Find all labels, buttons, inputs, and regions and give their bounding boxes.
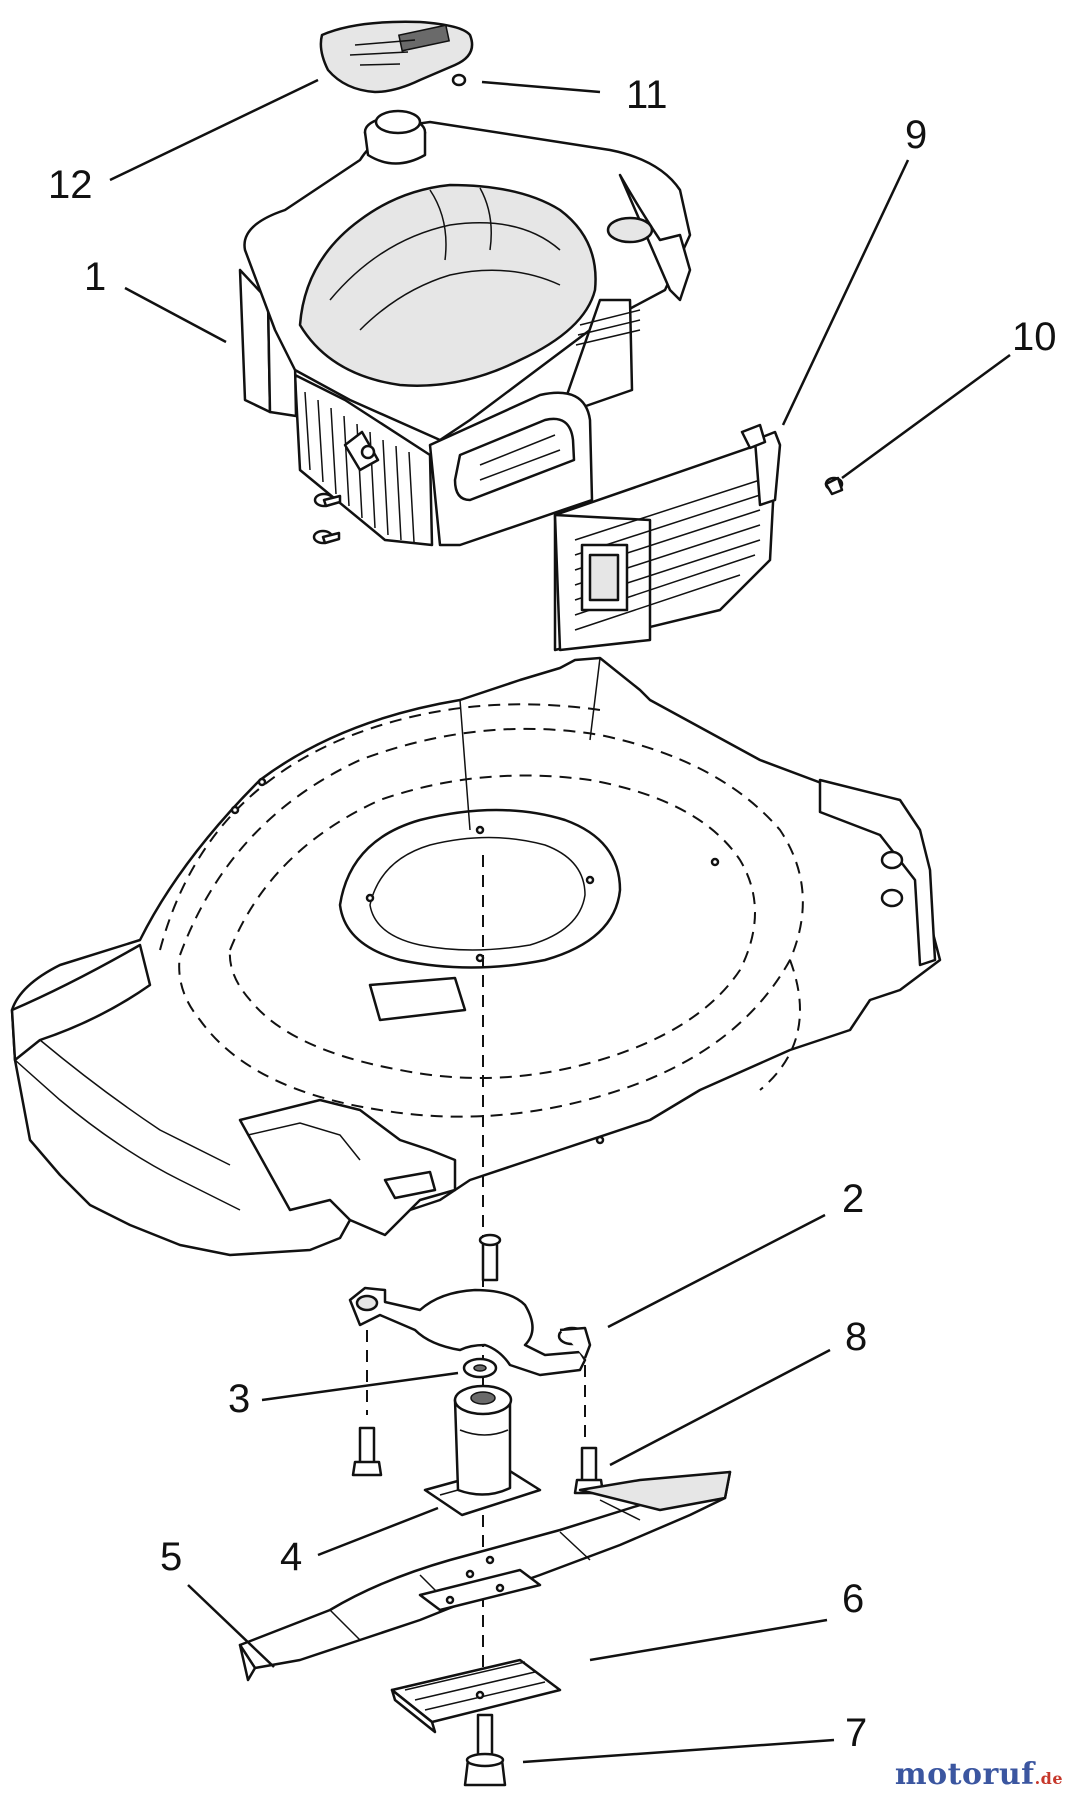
blade-adapter: [423, 1384, 542, 1517]
watermark-brand: motoruf: [894, 1757, 1035, 1792]
leader-6: [589, 1618, 828, 1662]
callout-6: 6: [842, 1577, 864, 1621]
watermark-suffix: .de: [1034, 1769, 1063, 1788]
blade-stiffener: [390, 1658, 562, 1734]
callout-4: 4: [280, 1535, 302, 1579]
engine-decal: [319, 20, 474, 94]
blade-adapter-bracket: [348, 1233, 592, 1440]
mower-deck: [10, 656, 942, 1257]
callout-labels: 12 11 1 9 10 2 3 8 4 5 6 7: [48, 73, 1057, 1755]
callout-9: 9: [905, 113, 927, 157]
callout-8: 8: [845, 1315, 867, 1359]
guard-screw: [824, 476, 844, 496]
callout-5: 5: [160, 1535, 182, 1579]
leader-9: [781, 159, 910, 426]
decal-screw: [451, 73, 467, 87]
leader-4: [317, 1506, 439, 1557]
leader-3: [261, 1371, 459, 1402]
blade-bolt: [463, 1713, 507, 1787]
leader-7: [522, 1738, 835, 1764]
leader-5: [187, 1584, 275, 1668]
leader-2: [607, 1213, 826, 1329]
callout-11: 11: [626, 73, 668, 117]
leader-11: [481, 80, 601, 94]
leader-10: [841, 353, 1011, 480]
oil-fill-cap: [363, 109, 427, 165]
leader-8: [609, 1348, 831, 1467]
callout-1: 1: [84, 255, 106, 299]
callout-10: 10: [1012, 315, 1057, 359]
watermark-logo: motoruf.de: [895, 1757, 1063, 1792]
spark-plug: [343, 430, 380, 472]
washer: [462, 1357, 498, 1379]
blade: [238, 1470, 732, 1682]
leader-lines: [109, 78, 1011, 1764]
engine-mount-bolts: [312, 492, 342, 545]
callout-7: 7: [845, 1711, 867, 1755]
callout-3: 3: [228, 1377, 250, 1421]
engine: [238, 109, 692, 547]
leader-12: [109, 78, 319, 182]
callout-12: 12: [48, 163, 93, 207]
muffler-guard: [553, 423, 782, 652]
leader-1: [124, 286, 227, 344]
callout-2: 2: [842, 1177, 864, 1221]
